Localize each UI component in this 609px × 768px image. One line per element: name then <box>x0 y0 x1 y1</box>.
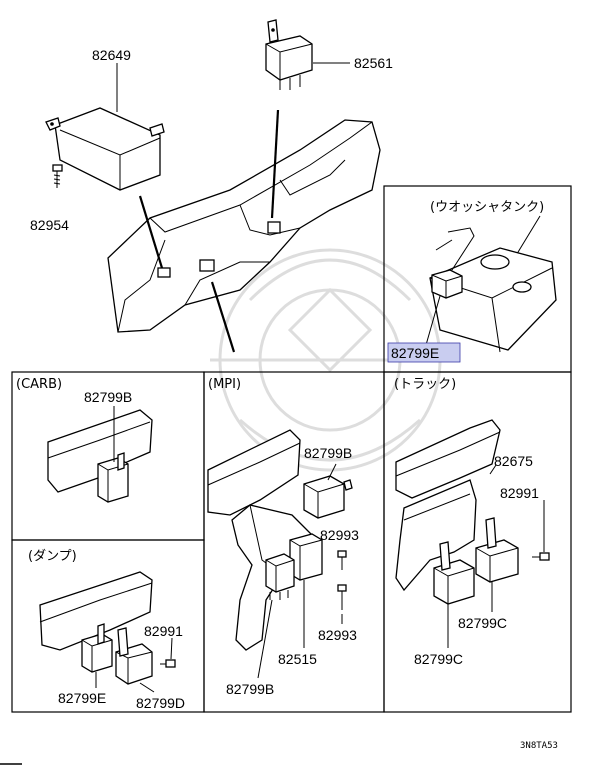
mpi-relay-82515 <box>289 533 323 581</box>
mpi-screw-82993-a <box>337 550 347 570</box>
label-mpi-82515: 82515 <box>278 651 317 667</box>
truck-bracket <box>395 419 501 592</box>
mpi-relay-82799b-bottom <box>265 553 295 600</box>
label-truck-82675: 82675 <box>494 453 533 469</box>
leader-mpi-82799b-top <box>327 463 337 481</box>
arrow-82649 <box>138 195 164 269</box>
leader-dump-82799d <box>139 682 155 693</box>
diagram-code: 3N8TA53 <box>520 741 558 751</box>
leader-wash-82799e <box>425 295 441 346</box>
arrow-82561 <box>270 109 280 219</box>
arrow-mpi <box>210 281 236 353</box>
label-truck-82991: 82991 <box>500 485 539 501</box>
label-carb-82799b: 82799B <box>84 389 132 405</box>
mpi-screw-82993-b <box>337 584 347 610</box>
label-wash-82799e[interactable]: 82799E <box>391 345 439 361</box>
header-truck: (トラック) <box>394 377 456 392</box>
carb-relay-82799b <box>97 452 129 503</box>
washer-relay-82799e <box>431 269 463 299</box>
label-mpi-82993-b: 82993 <box>318 627 357 643</box>
header-carb: (CARB) <box>16 377 62 392</box>
leader-dump-82991 <box>170 637 173 660</box>
label-mpi-82799b-top: 82799B <box>304 445 352 461</box>
screw-82954 <box>52 164 63 188</box>
truck-relay-82799c-right <box>475 517 519 583</box>
header-dump: (ダンプ) <box>28 549 77 564</box>
dump-relay-82799d <box>115 627 153 685</box>
label-82954: 82954 <box>30 217 69 233</box>
dump-screw-82991 <box>160 659 176 668</box>
label-dump-82991: 82991 <box>144 623 183 639</box>
watermark-logo <box>210 248 450 472</box>
label-mpi-82799b-bottom: 82799B <box>226 681 274 697</box>
truck-relay-82799c-left <box>433 541 475 605</box>
label-truck-82799c-right: 82799C <box>458 615 507 631</box>
label-82561: 82561 <box>354 55 393 71</box>
dashboard-panel <box>107 119 381 333</box>
mpi-relay-82799b-top <box>303 475 353 519</box>
dump-bracket <box>39 571 153 651</box>
label-dump-82799e: 82799E <box>58 690 106 706</box>
label-truck-82799c-left: 82799C <box>414 651 463 667</box>
label-82649: 82649 <box>92 47 131 63</box>
lower-grid-frames <box>11 371 572 713</box>
part-82649-module <box>45 107 165 191</box>
label-dump-82799d: 82799D <box>136 695 185 711</box>
dump-relay-82799e <box>81 623 113 673</box>
truck-screw-82991 <box>532 552 550 561</box>
label-mpi-82993-a: 82993 <box>320 527 359 543</box>
leader-truck-82675 <box>489 464 497 475</box>
part-82561-relay <box>265 19 313 90</box>
highlight-82799e <box>387 342 461 363</box>
header-washer-tank: (ウオッシャタンク) <box>430 200 544 215</box>
leader-mpi-82799b-bottom <box>257 599 273 679</box>
header-mpi: (MPI) <box>208 377 241 392</box>
